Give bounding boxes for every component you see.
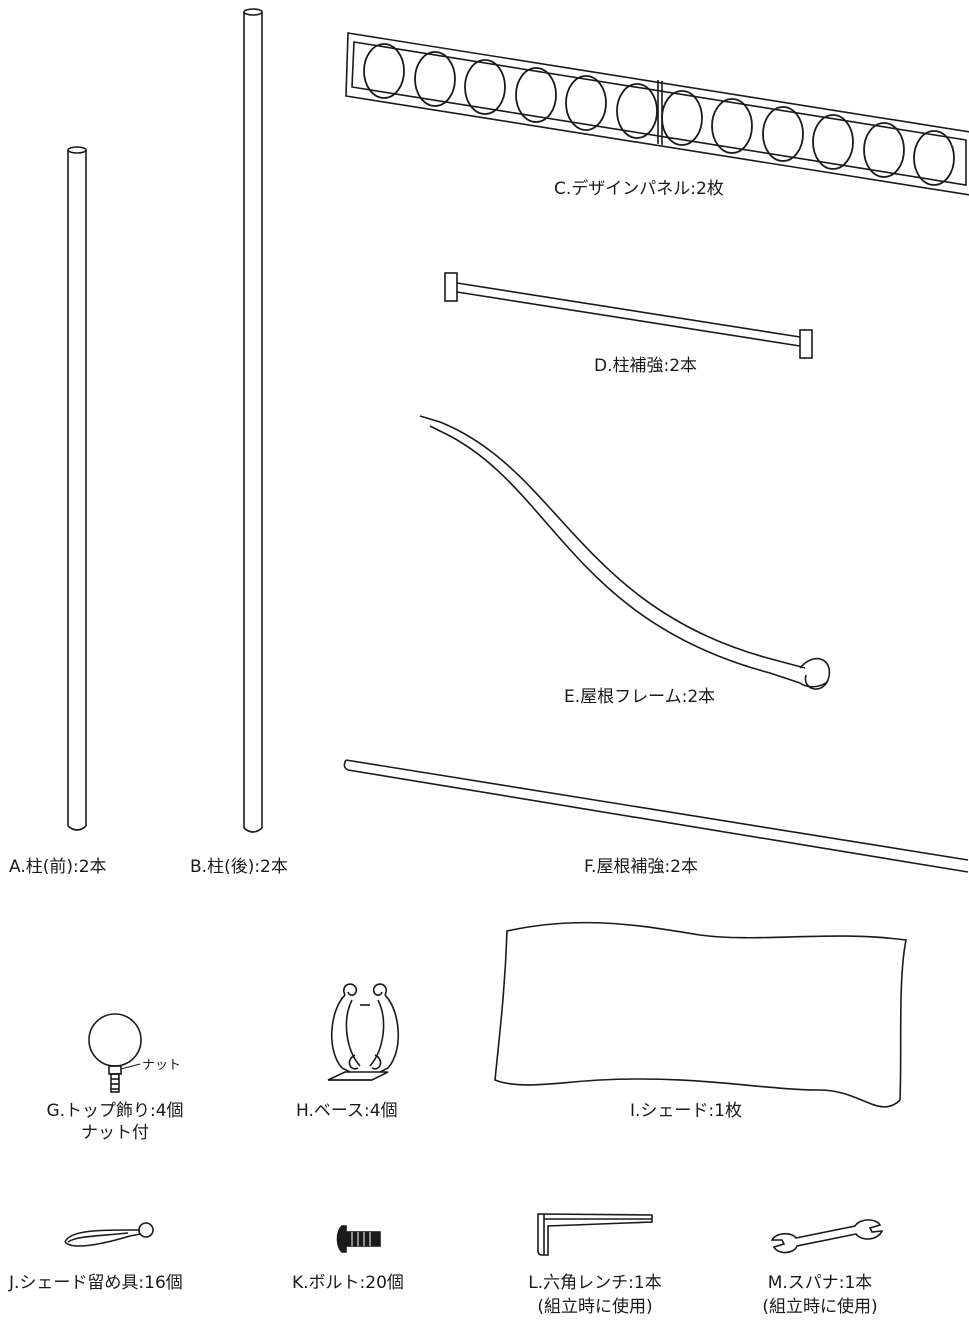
pole-reinforcement-drawing <box>444 272 813 359</box>
part-label-l-note: (組立時に使用) <box>537 1297 653 1317</box>
part-label-f: F.屋根補強:2本 <box>584 857 698 877</box>
part-label-m-note: (組立時に使用) <box>762 1297 878 1317</box>
part-label-g-note: ナット付 <box>81 1123 149 1143</box>
pole-rear-drawing <box>243 8 263 833</box>
part-label-l: L.六角レンチ:1本 <box>528 1273 662 1293</box>
roof-reinforcement-drawing <box>343 759 969 873</box>
part-label-a: A.柱(前):2本 <box>9 857 107 877</box>
shade-drawing <box>494 921 907 1108</box>
design-panel-drawing <box>345 32 969 196</box>
spanner-drawing <box>770 1219 884 1254</box>
pole-front-drawing <box>67 146 87 831</box>
shade-fastener-drawing <box>64 1222 154 1247</box>
part-label-g: G.トップ飾り:4個 <box>46 1101 184 1121</box>
part-label-i: I.シェード:1枚 <box>630 1101 742 1121</box>
part-label-b: B.柱(後):2本 <box>190 857 288 877</box>
part-label-m: M.スパナ:1本 <box>767 1273 873 1293</box>
part-label-h: H.ベース:4個 <box>296 1101 398 1121</box>
part-label-e: E.屋根フレーム:2本 <box>564 687 716 707</box>
part-label-j: J.シェード留め具:16個 <box>9 1273 183 1293</box>
part-label-c: C.デザインパネル:2枚 <box>554 179 724 199</box>
roof-frame-drawing <box>419 415 831 690</box>
base-drawing <box>327 983 399 1081</box>
top-ornament-drawing <box>88 1013 142 1093</box>
hex-wrench-drawing <box>537 1213 653 1256</box>
nut-callout: ナット <box>142 1058 182 1073</box>
part-label-k: K.ボルト:20個 <box>292 1273 404 1293</box>
part-label-d: D.柱補強:2本 <box>594 356 698 376</box>
bolt-drawing <box>336 1225 381 1253</box>
